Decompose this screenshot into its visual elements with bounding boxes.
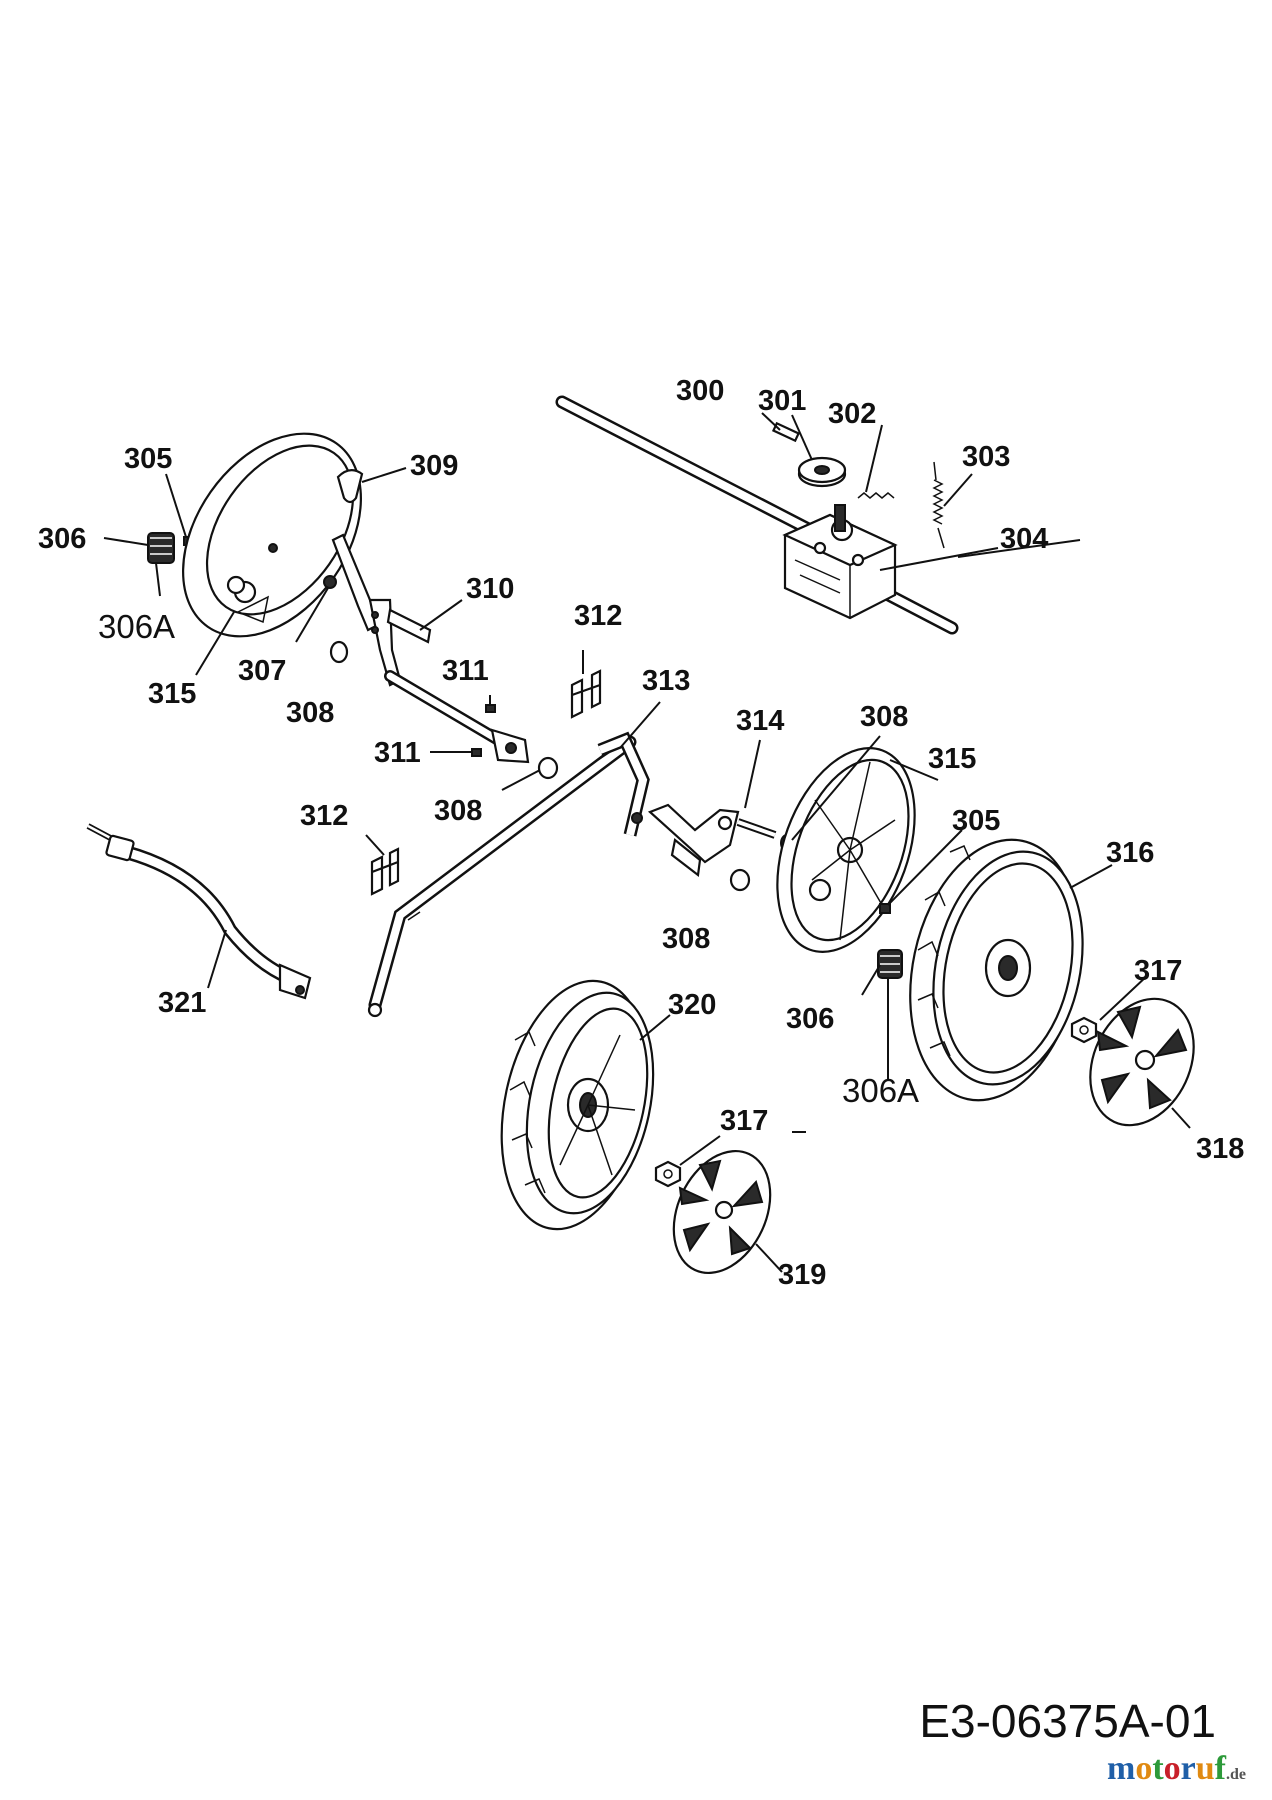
label-304: 304 xyxy=(1000,523,1048,555)
part-labels: 300 301 302 303 304 305 306 306A 315 307… xyxy=(38,375,1244,1291)
brand-letter: t xyxy=(1152,1750,1164,1787)
label-312-b: 312 xyxy=(300,800,348,832)
label-313: 313 xyxy=(642,665,690,697)
rear-axle-313 xyxy=(367,731,650,1018)
clip-312-a xyxy=(570,669,602,719)
label-315-left: 315 xyxy=(148,678,196,710)
clip-312-b xyxy=(370,847,400,896)
label-308-b: 308 xyxy=(434,795,482,827)
hubcap-319 xyxy=(672,1149,772,1275)
screw-305-right xyxy=(879,903,891,914)
gear-306-right xyxy=(877,949,903,979)
label-306A-right: 306A xyxy=(842,1072,919,1109)
lever-arm-310 xyxy=(331,533,530,764)
label-317-right: 317 xyxy=(1134,955,1182,987)
label-306A-left: 306A xyxy=(98,608,175,645)
brand-letter: r xyxy=(1180,1750,1196,1787)
rear-wheel-316 xyxy=(909,838,1084,1102)
brand-letters: motoruf xyxy=(1107,1750,1226,1788)
spring-302 xyxy=(857,492,895,499)
label-315-right: 315 xyxy=(928,743,976,775)
bushing-308-a xyxy=(329,640,349,664)
bushing-308-d xyxy=(729,868,751,892)
label-303: 303 xyxy=(962,441,1010,473)
nut-317-left xyxy=(654,1160,682,1188)
label-308-d: 308 xyxy=(662,923,710,955)
label-317-left: 317 xyxy=(720,1105,768,1137)
brand-letter: u xyxy=(1195,1750,1215,1787)
label-312-a: 312 xyxy=(574,600,622,632)
pulley-301 xyxy=(797,456,847,488)
knob-309 xyxy=(336,469,364,504)
label-300: 300 xyxy=(676,375,724,407)
label-316: 316 xyxy=(1106,837,1154,869)
label-306-right: 306 xyxy=(786,1003,834,1035)
brand-letter: o xyxy=(1135,1750,1153,1787)
label-318: 318 xyxy=(1196,1133,1244,1165)
drawing-code: E3-06375A-01 xyxy=(919,1695,1216,1747)
pin-300 xyxy=(771,421,801,443)
brand-suffix: .de xyxy=(1226,1766,1246,1783)
nut-317-right xyxy=(1070,1016,1098,1044)
brand-letter: o xyxy=(1163,1750,1181,1787)
screw-311-a xyxy=(485,704,496,713)
hubcap-318 xyxy=(1089,997,1195,1127)
label-308-a: 308 xyxy=(286,697,334,729)
label-306-left: 306 xyxy=(38,523,86,555)
rear-wheel-320 xyxy=(500,979,655,1231)
bushing-308-b xyxy=(537,756,559,780)
label-302: 302 xyxy=(828,398,876,430)
screw-311-b xyxy=(471,748,482,757)
bracket-314 xyxy=(631,803,777,878)
gear-306-left xyxy=(147,532,175,564)
label-305-right: 305 xyxy=(952,805,1000,837)
label-301: 301 xyxy=(758,385,806,417)
spring-303 xyxy=(932,461,945,549)
label-314: 314 xyxy=(736,705,784,737)
label-307: 307 xyxy=(238,655,286,687)
brand-letter: f xyxy=(1214,1750,1226,1787)
label-321: 321 xyxy=(158,987,206,1019)
label-308-c: 308 xyxy=(860,701,908,733)
label-319: 319 xyxy=(778,1259,826,1291)
bushing-307 xyxy=(323,575,337,589)
label-310: 310 xyxy=(466,573,514,605)
label-309: 309 xyxy=(410,450,458,482)
brand-logo: motoruf.de xyxy=(1107,1750,1246,1788)
brand-letter: m xyxy=(1107,1750,1136,1787)
gear-plate-315-right xyxy=(776,747,916,953)
flex-shaft-321 xyxy=(86,823,312,1000)
label-305-left: 305 xyxy=(124,443,172,475)
label-311-a: 311 xyxy=(442,655,489,687)
label-311-b: 311 xyxy=(374,737,421,769)
label-320: 320 xyxy=(668,989,716,1021)
leader-lines xyxy=(103,412,1191,1273)
gearbox xyxy=(782,504,898,620)
gear-plate-315-left xyxy=(182,432,362,638)
